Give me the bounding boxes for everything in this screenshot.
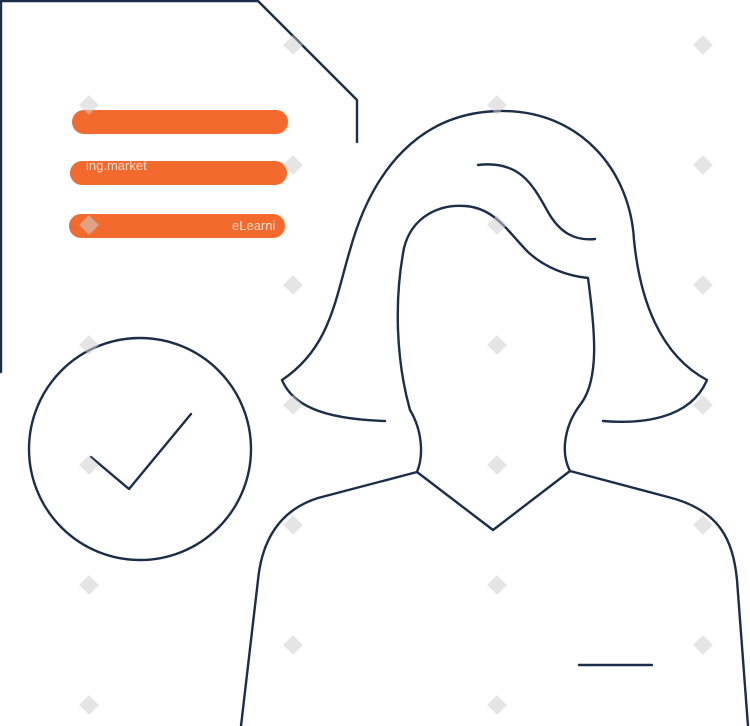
hair-bangs — [476, 163, 597, 241]
watermark-diamond — [693, 515, 713, 535]
watermark-diamond — [693, 395, 713, 415]
neckline — [415, 469, 572, 532]
watermark-diamond — [79, 335, 99, 355]
watermark-diamond — [487, 455, 507, 475]
watermark-diamond — [487, 335, 507, 355]
watermark-diamond — [283, 275, 303, 295]
watermark-diamond — [283, 35, 303, 55]
watermark-diamond — [79, 575, 99, 595]
watermark-diamond — [693, 635, 713, 655]
face-left — [396, 246, 423, 474]
watermark-diamond — [283, 635, 303, 655]
watermark-diamond — [283, 515, 303, 535]
watermark-diamond — [693, 35, 713, 55]
document-line-2 — [70, 161, 287, 185]
watermark-diamond — [79, 215, 99, 235]
watermark-diamond — [487, 95, 507, 115]
torso-left — [239, 470, 419, 726]
watermark-diamond — [79, 695, 99, 715]
watermark-diamond — [487, 575, 507, 595]
woman-avatar-icon — [239, 109, 750, 726]
watermark-text-2: eLearni — [232, 218, 275, 233]
watermark-diamond — [79, 455, 99, 475]
watermark-diamond — [283, 395, 303, 415]
torso-right — [568, 469, 750, 726]
document-line-3 — [69, 214, 285, 238]
watermark-diamond — [487, 695, 507, 715]
watermark-diamond — [79, 95, 99, 115]
watermark-overlay: ing.market eLearni — [79, 35, 713, 715]
watermark-diamond — [693, 275, 713, 295]
hair-outline — [280, 109, 709, 423]
document-icon — [0, 0, 359, 374]
watermark-text-1: ing.market — [86, 158, 147, 173]
watermark-diamond — [487, 215, 507, 235]
face-right — [563, 276, 596, 473]
watermark-diamond — [283, 155, 303, 175]
checkmark-circle-icon — [27, 336, 253, 562]
watermark-diamond — [693, 155, 713, 175]
document-line-1 — [72, 110, 288, 134]
